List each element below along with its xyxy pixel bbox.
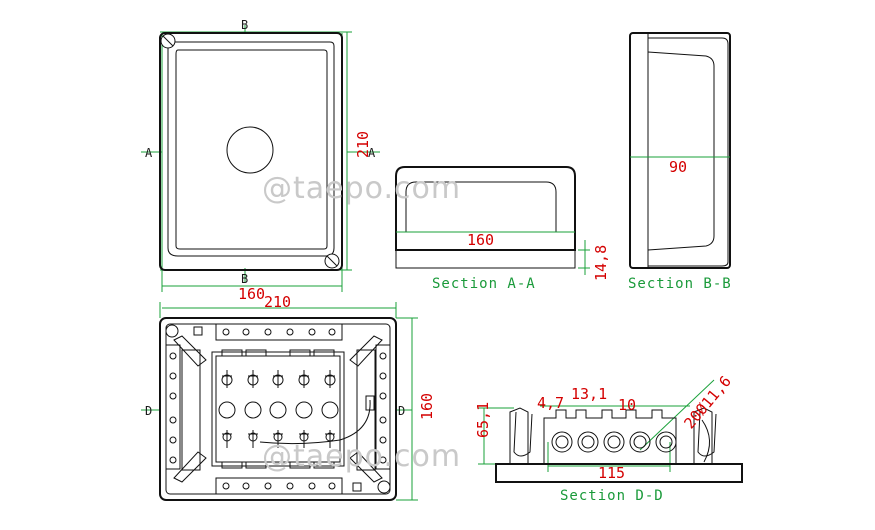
dd-spacing-b-dim: 13,1 [571,385,607,403]
section-bb-view [629,32,731,269]
dd-height-dim: 65,1 [474,402,492,438]
dd-width-dim: 115 [598,464,625,482]
section-aa-width-dim: 160 [467,231,494,249]
bottom-view [141,302,418,501]
section-dd-title: Section D-D [560,488,664,504]
section-bb-depth-dim: 90 [669,158,687,176]
dd-spacing-c-dim: 10 [618,396,636,414]
top-width-dim: 160 [238,285,265,303]
bottom-width-dim: 210 [264,293,291,311]
watermark-top: @taepo.com [262,171,461,206]
top-height-dim: 210 [354,131,372,158]
section-dd-view [478,379,743,483]
bottom-height-dim: 160 [418,393,436,420]
section-mark-b-bottom: B [241,272,248,286]
section-aa-title: Section A-A [432,276,536,292]
side-height-dim: 14,8 [592,245,610,281]
section-mark-d-left: D [145,404,152,418]
section-mark-b-top: B [241,18,248,32]
dd-spacing-a-dim: 4,7 [537,394,564,412]
section-bb-title: Section B-B [628,276,732,292]
dd-hole-diameter-dim: 20Ø11,6 [680,372,734,432]
section-mark-d-right: D [398,404,405,418]
section-aa-view [395,166,590,275]
top-view [141,25,380,292]
watermark-bottom: @taepo.com [262,439,461,474]
section-mark-a-left: A [145,146,153,160]
section-mark-a-right: A [368,146,376,160]
